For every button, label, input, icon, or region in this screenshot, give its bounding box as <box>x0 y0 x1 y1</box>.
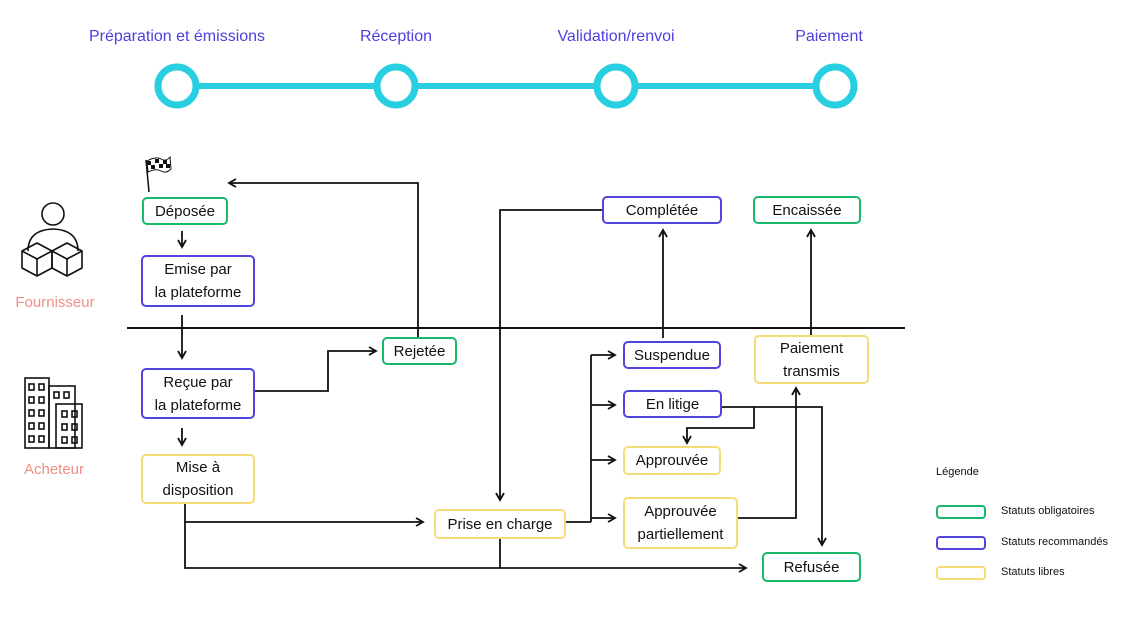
arrow-rejetee-deposee <box>227 178 419 337</box>
timeline-node-validation <box>593 63 639 109</box>
arrow-litige-refusee <box>754 406 827 547</box>
legend-swatch-mandatory <box>936 505 986 519</box>
status-label: Complétée <box>625 201 699 219</box>
status-label-line1: Paiement <box>779 339 844 357</box>
timeline-node-reception <box>373 63 419 109</box>
status-label: Encaissée <box>772 201 842 219</box>
status-label: Déposée <box>154 202 216 220</box>
phase-label-preparation: Préparation et émissions <box>88 28 266 45</box>
status-label-line1: Mise à <box>175 459 221 476</box>
status-box-approuvee-partiellement: Approuvée partiellement <box>623 497 738 549</box>
status-box-refusee: Refusée <box>762 552 861 582</box>
legend-label-mandatory: Statuts obligatoires <box>1001 505 1095 517</box>
status-label-line1: Reçue par <box>163 373 233 391</box>
status-label-line2: transmis <box>783 362 840 380</box>
legend-swatch-free <box>936 566 986 580</box>
status-label-line1: Emise par <box>164 261 232 278</box>
status-label: Rejetée <box>393 342 446 360</box>
status-label-line2: partiellement <box>637 526 724 543</box>
arrow-completee-prise <box>495 209 602 502</box>
flow-arrows <box>177 178 827 573</box>
status-label: En litige <box>645 395 700 413</box>
checkered-flag-icon <box>145 155 172 193</box>
status-box-emise: Emise par la plateforme <box>141 255 255 307</box>
status-label: Refusée <box>783 558 840 576</box>
status-box-encaissee: Encaissée <box>753 196 861 224</box>
phase-label-paiement: Paiement <box>795 28 863 45</box>
phase-label-validation: Validation/renvoi <box>557 28 675 45</box>
status-box-mise-a-disposition: Mise à disposition <box>141 454 255 504</box>
arrow-partielle-paiement <box>737 386 801 519</box>
status-label: Approuvée <box>635 452 709 469</box>
actor-label-buyer: Acheteur <box>23 461 85 478</box>
timeline <box>154 63 858 109</box>
actor-label-supplier: Fournisseur <box>15 294 95 311</box>
phase-label-reception: Réception <box>359 28 433 45</box>
status-box-rejetee: Rejetée <box>382 337 457 365</box>
status-box-prise-en-charge: Prise en charge <box>434 509 566 539</box>
legend-label-recommended: Statuts recommandés <box>1001 536 1108 548</box>
supplier-person-icon <box>21 202 83 277</box>
timeline-node-paiement <box>812 63 858 109</box>
status-label-line2: la plateforme <box>154 284 242 301</box>
status-box-suspendue: Suspendue <box>623 341 721 369</box>
arrow-recue-rejetee <box>254 346 378 392</box>
timeline-node-preparation <box>154 63 200 109</box>
arrow-mise-prise <box>184 503 425 527</box>
arrow-mise-refusee <box>184 522 748 573</box>
status-label-line2: disposition <box>162 482 234 499</box>
status-label: Suspendue <box>634 346 710 364</box>
status-box-deposee: Déposée <box>142 197 228 225</box>
status-box-recue: Reçue par la plateforme <box>141 368 255 419</box>
status-box-paiement-transmis: Paiement transmis <box>754 335 869 384</box>
arrow-litige-approuvee <box>682 406 755 445</box>
status-label-line2: la plateforme <box>154 396 242 414</box>
status-label: Prise en charge <box>447 515 553 533</box>
legend-swatch-recommended <box>936 536 986 550</box>
status-box-en-litige: En litige <box>623 390 722 418</box>
status-box-approuvee: Approuvée <box>623 446 721 475</box>
buyer-building-icon <box>24 377 83 449</box>
status-label-line1: Approuvée <box>644 503 717 520</box>
legend-title: Légende <box>936 466 979 478</box>
status-box-completee: Complétée <box>602 196 722 224</box>
legend-label-free: Statuts libres <box>1001 566 1065 578</box>
